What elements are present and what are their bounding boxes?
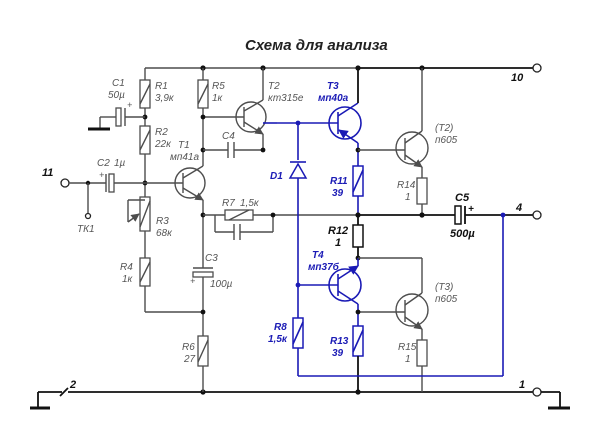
label-R4-ref: R4: [120, 262, 133, 273]
terminal-4: [532, 210, 542, 220]
label-R8-val: 1,5к: [268, 334, 288, 345]
label-C1-ref: C1: [112, 78, 125, 89]
transistor-T3-p605: [395, 293, 429, 327]
resistor-R15: [416, 339, 428, 367]
label-C1-val: 50µ: [108, 90, 125, 101]
label-R14-val: 1: [405, 192, 411, 203]
label-R1-val: 3,9к: [155, 93, 175, 104]
label-R2-val: 22к: [154, 139, 172, 150]
label-T2-ref: T2: [268, 81, 280, 92]
label-T3p-val: п605: [435, 294, 458, 305]
label-R12-ref: R12: [328, 225, 348, 237]
node-label-11: 11: [42, 167, 53, 179]
label-C2-val: 1µ: [114, 158, 126, 169]
label-R2-ref: R2: [155, 127, 168, 138]
label-R4-val: 1к: [122, 274, 134, 285]
label-C5-ref: C5: [455, 192, 470, 204]
label-T2p-ref: (T2): [435, 123, 453, 134]
label-T2-val: кт315е: [268, 93, 304, 104]
label-T4-ref: T4: [312, 250, 324, 261]
label-R7-ref: R7: [222, 198, 235, 209]
label-T3-ref: T3: [327, 81, 339, 92]
svg-text:+: +: [468, 204, 474, 215]
output-stage: +: [263, 68, 542, 392]
node-label-1: 1: [519, 379, 525, 391]
capacitor-C5: [454, 205, 462, 225]
terminal-10: [532, 63, 542, 73]
label-R7-val: 1,5к: [240, 198, 260, 209]
label-R13-ref: R13: [330, 336, 349, 347]
node-label-2: 2: [69, 379, 76, 391]
label-C4-ref: C4: [222, 131, 235, 142]
label-R6-ref: R6: [182, 342, 195, 353]
resistor-R14: [416, 177, 428, 205]
label-tk1: ТК1: [77, 224, 95, 235]
diagram-title: Схема для анализа: [245, 37, 388, 54]
label-T4-val: мп37б: [308, 261, 340, 273]
label-R11-ref: R11: [330, 176, 348, 187]
test-point-TK1: [84, 212, 92, 220]
terminal-1: [532, 387, 542, 397]
component-labels: C1 50µ R1 3,9к R5 1к T2 кт315е T3 мп40а …: [42, 78, 522, 365]
label-R6-val: 27: [183, 354, 196, 365]
label-R15-val: 1: [405, 354, 411, 365]
label-T2p-val: п605: [435, 135, 458, 146]
label-R15-ref: R15: [398, 342, 417, 353]
label-C2-ref: C2: [97, 158, 110, 169]
label-C5-val: 500µ: [450, 228, 475, 240]
label-T3p-ref: (T3): [435, 282, 453, 293]
label-R3-val: 68к: [156, 228, 173, 239]
label-R11-val: 39: [332, 188, 344, 199]
label-R14-ref: R14: [397, 180, 416, 191]
input-stage: + +: [60, 68, 358, 392]
label-R5-ref: R5: [212, 81, 225, 92]
label-R1-ref: R1: [155, 81, 168, 92]
label-R5-val: 1к: [212, 93, 224, 104]
node-label-10: 10: [511, 72, 524, 84]
svg-text:+: +: [99, 170, 104, 180]
transistor-T2-p605: [395, 131, 429, 165]
svg-text:+: +: [190, 276, 195, 286]
svg-text:+: +: [127, 100, 132, 110]
label-R13-val: 39: [332, 348, 344, 359]
label-C3-val: 100µ: [210, 279, 233, 290]
label-D1-ref: D1: [270, 171, 283, 182]
node-label-4: 4: [515, 202, 522, 214]
label-R8-ref: R8: [274, 322, 287, 333]
ground-rail: 2 1: [30, 379, 570, 410]
terminal-11: [60, 178, 70, 188]
label-R12-val: 1: [335, 237, 341, 249]
resistor-R12: [352, 224, 364, 248]
diode-D1: [288, 162, 308, 179]
label-R3-ref: R3: [156, 216, 169, 227]
label-T3-val: мп40а: [318, 93, 349, 104]
label-C3-ref: C3: [205, 253, 218, 264]
label-T1-ref: T1: [178, 140, 190, 151]
label-T1-val: мп41а: [170, 152, 199, 163]
